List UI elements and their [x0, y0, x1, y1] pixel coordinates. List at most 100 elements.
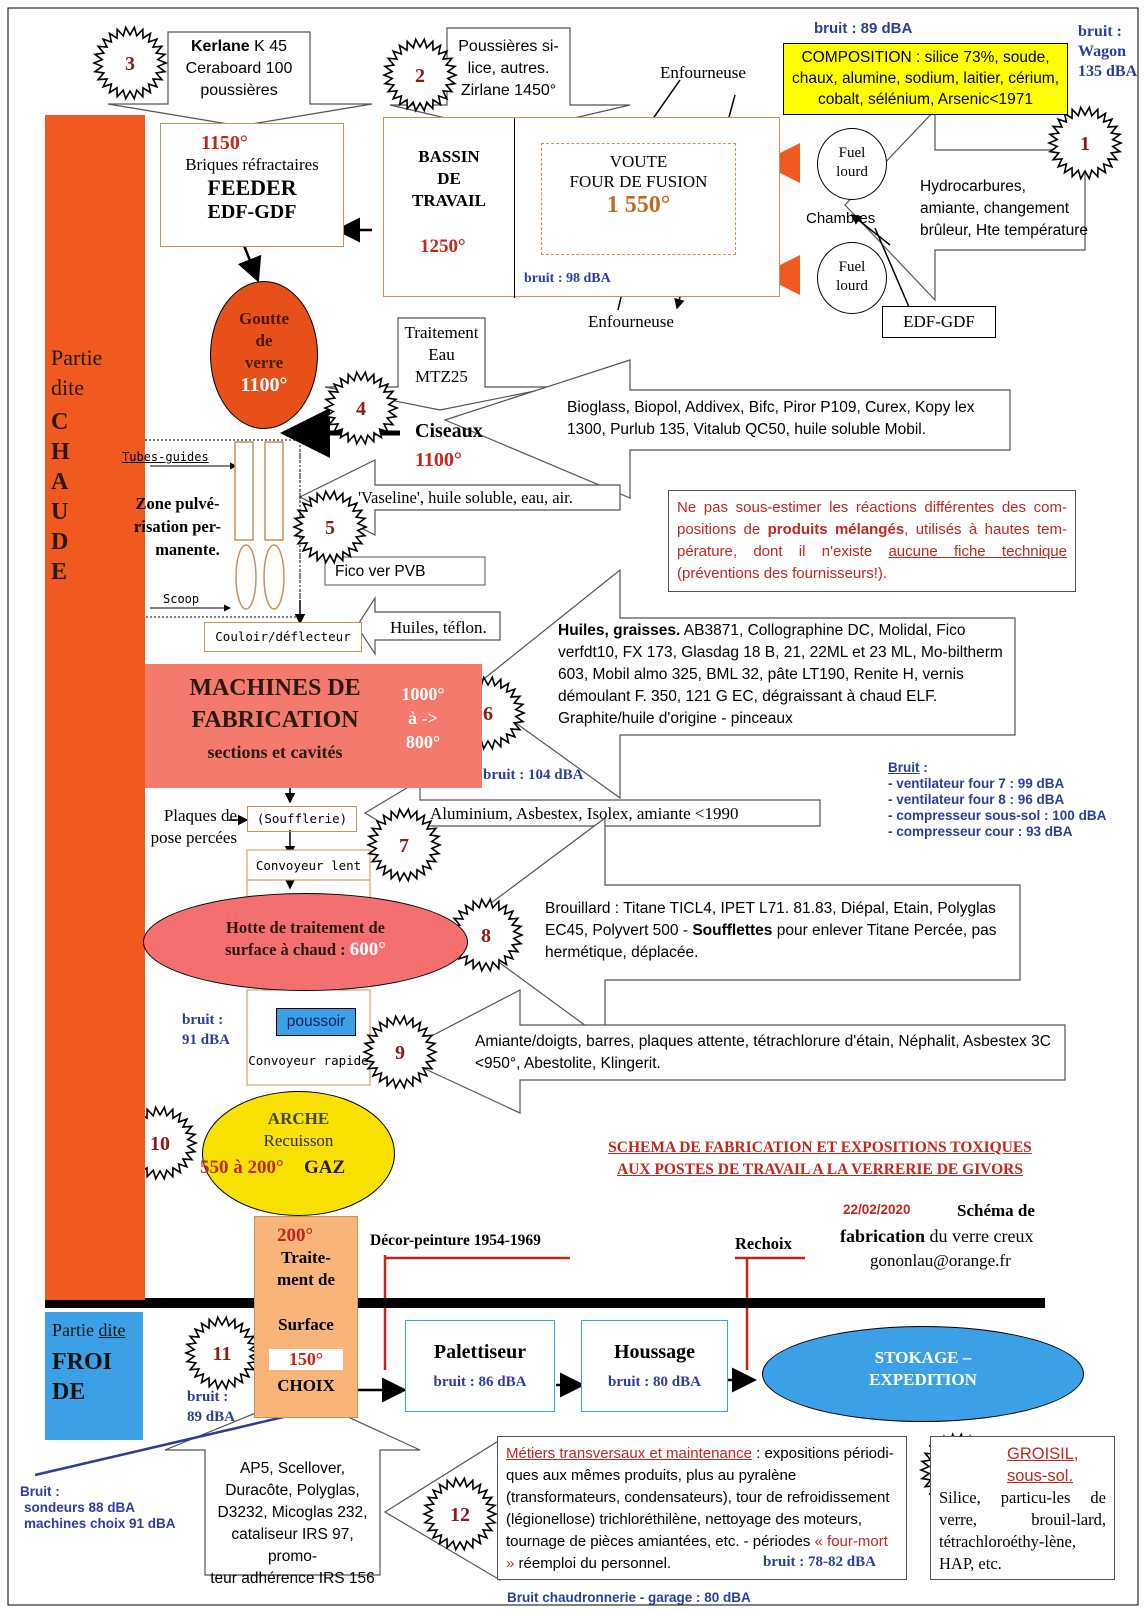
machines-temp1: 1000°: [401, 684, 445, 704]
choix-line2: Duracôte, Polyglas,: [225, 1482, 360, 1499]
furnace-box: BASSIN DE TRAVAIL 1250° VOUTE FOUR DE FU…: [383, 117, 780, 298]
machines-temp3: 800°: [405, 732, 441, 752]
feeder-energy: EDF-GDF: [207, 201, 297, 223]
fuel-burner-2: Fuel lourd: [817, 242, 887, 314]
deflector-box: Couloir/déflecteur: [204, 622, 362, 652]
vaseline-text: 'Vaseline', huile soluble, eau, air.: [358, 488, 573, 507]
houssage-label: Houssage: [613, 1341, 696, 1363]
noise-list: Bruit : - ventilateur four 7 : 99 dBA - …: [888, 760, 1106, 840]
surface-temp: 200°: [277, 1225, 314, 1246]
noise-list-title: Bruit: [888, 760, 920, 775]
surface-treatment-box: 200° Traite- ment de Surface 150° CHOIX: [254, 1216, 358, 1418]
badge-9-star: [361, 1014, 439, 1090]
arrow6-bold: Huiles, graisses.: [558, 622, 681, 639]
choix-line3: D3232, Micoglas 232,: [217, 1504, 368, 1521]
machines-box: MACHINES DE FABRICATION sections et cavi…: [145, 664, 482, 788]
arrow3-line2: Ceraboard 100: [185, 60, 293, 77]
cold-zone-bar: Partie dite FROI DE: [45, 1312, 143, 1440]
feeder-temp: 1150°: [201, 132, 248, 154]
fuel1-line1: Fuel: [838, 145, 866, 161]
choix-line4: cataliseur IRS 97, promo-: [231, 1526, 354, 1565]
badge-2-star: [381, 37, 459, 113]
arrow1-line2: amiante, changement: [920, 200, 1070, 217]
choix-temp: 150°: [269, 1349, 343, 1370]
ciseaux-label: Ciseaux: [415, 420, 483, 442]
choix-line1: AP5, Scellover,: [239, 1460, 346, 1477]
tubes-guides-label: Tubes-guides: [122, 450, 209, 464]
arrow1-line1: Hydrocarbures,: [920, 178, 1026, 195]
badge-9-number: 9: [395, 1042, 405, 1064]
badge-12-star: [421, 1476, 499, 1552]
feeder-box: 1150° Briques réfractaires FEEDER EDF-GD…: [160, 123, 344, 247]
machines-line1: MACHINES DE: [189, 675, 361, 701]
bassin-temp: 1250°: [420, 236, 466, 257]
goutte-line3: verre: [244, 353, 284, 372]
arrow1-text: Hydrocarbures, amiante, changement brûle…: [920, 176, 1088, 242]
palettiseur-label: Palettiseur: [433, 1341, 527, 1363]
badge-3-number: 3: [125, 53, 135, 75]
machines-temp2: à ->: [408, 708, 438, 728]
metiers-title: Métiers transversaux et maintenance: [506, 1445, 752, 1462]
surface-line2: ment de: [276, 1270, 336, 1289]
eau-line3: MTZ25: [415, 367, 468, 386]
badge-3-star: [91, 25, 169, 101]
machines-line3: sections et cavités: [207, 742, 343, 762]
badge-7-number: 7: [399, 835, 409, 857]
hot-zone-letter-6: E: [51, 559, 68, 585]
stockage-ellipse: STOKAGE – EXPEDITION: [762, 1326, 1084, 1422]
badge-5-number: 5: [325, 517, 335, 539]
wagon-noise-3: 135 dBA: [1078, 63, 1138, 80]
hotte-temp: 600°: [349, 939, 386, 960]
noise-item-2: - ventilateur four 8 : 96 dBA: [888, 792, 1065, 807]
bruit-104: bruit : 104 dBA: [483, 767, 584, 783]
badge-4-star: [322, 370, 400, 446]
bassin-line2: DE: [437, 169, 461, 188]
zone-line2: risation per-: [134, 517, 221, 536]
credit-email: gononlau@orange.fr: [870, 1251, 1011, 1270]
bruit91-line1: bruit :: [182, 1012, 224, 1028]
arche-line2: Recuisson: [263, 1131, 334, 1150]
schema-title: SCHEMA DE FABRICATION ET EXPOSITIONS TOX…: [565, 1137, 1075, 1181]
bruit89-line1: bruit :: [187, 1389, 229, 1405]
palettiseur-noise: bruit : 86 dBA: [433, 1374, 527, 1390]
metiers-arrow-shape: [383, 1438, 501, 1582]
noise-item-4: - compresseur cour : 93 dBA: [888, 824, 1073, 839]
surface-line3: Surface: [278, 1315, 334, 1334]
badge-1-number: 1: [1080, 133, 1090, 155]
sondeurs-line2: sondeurs 88 dBA: [24, 1500, 136, 1515]
arrow3-line3: poussières: [200, 82, 278, 99]
voute-line1: VOUTE: [609, 152, 668, 171]
plaques-line2: pose percées: [150, 828, 237, 847]
badge-11-number: 11: [213, 1343, 232, 1365]
groisil-box: GROISIL, sous-sol. Silice, particu-les d…: [930, 1436, 1115, 1580]
warning-underline: aucune fiche technique: [888, 543, 1067, 560]
eau-line1: Traitement: [404, 323, 479, 342]
arrow3-line1: K 45: [249, 38, 288, 55]
rechoix-label: Rechoix: [735, 1234, 792, 1253]
wagon-noise-1: bruit :: [1078, 23, 1122, 40]
arrow2-line2: lice, autres.: [467, 60, 550, 77]
arche-ellipse: ARCHE Recuisson: [202, 1091, 395, 1216]
warning-box: Ne pas sous-estimer les réactions différ…: [668, 490, 1076, 592]
goutte-temp: 1100°: [240, 374, 288, 396]
groisil-text: Silice, particu-les de verre, brouil-lar…: [939, 1488, 1106, 1573]
badge-5-star: [291, 489, 369, 565]
pusher-box: poussoir: [276, 1008, 356, 1036]
arche-gaz: GAZ: [304, 1157, 346, 1178]
slow-conveyor-label: Convoyeur lent: [255, 858, 362, 873]
hotte-line2: surface à chaud :: [225, 940, 346, 959]
bruit-89: bruit : 89 dBA: [187, 1387, 235, 1427]
arrow3-bold: Kerlane: [190, 38, 250, 55]
badge-6-number: 6: [483, 703, 493, 725]
feeder-title: FEEDER: [207, 175, 297, 200]
eau-line2: Eau: [428, 345, 455, 364]
soufflerie-box: (Soufflerie): [247, 806, 357, 832]
fuel1-line2: lourd: [836, 164, 868, 180]
palettiseur-box: Palettiseur bruit : 86 dBA: [405, 1320, 555, 1412]
metiers-text: : expositions périodi-ques aux mêmes pro…: [506, 1445, 894, 1550]
stockage-line2: EXPEDITION: [869, 1370, 977, 1389]
fico-text: Fico ver PVB: [335, 563, 426, 580]
arrow8-bold: Soufflettes: [692, 922, 773, 939]
